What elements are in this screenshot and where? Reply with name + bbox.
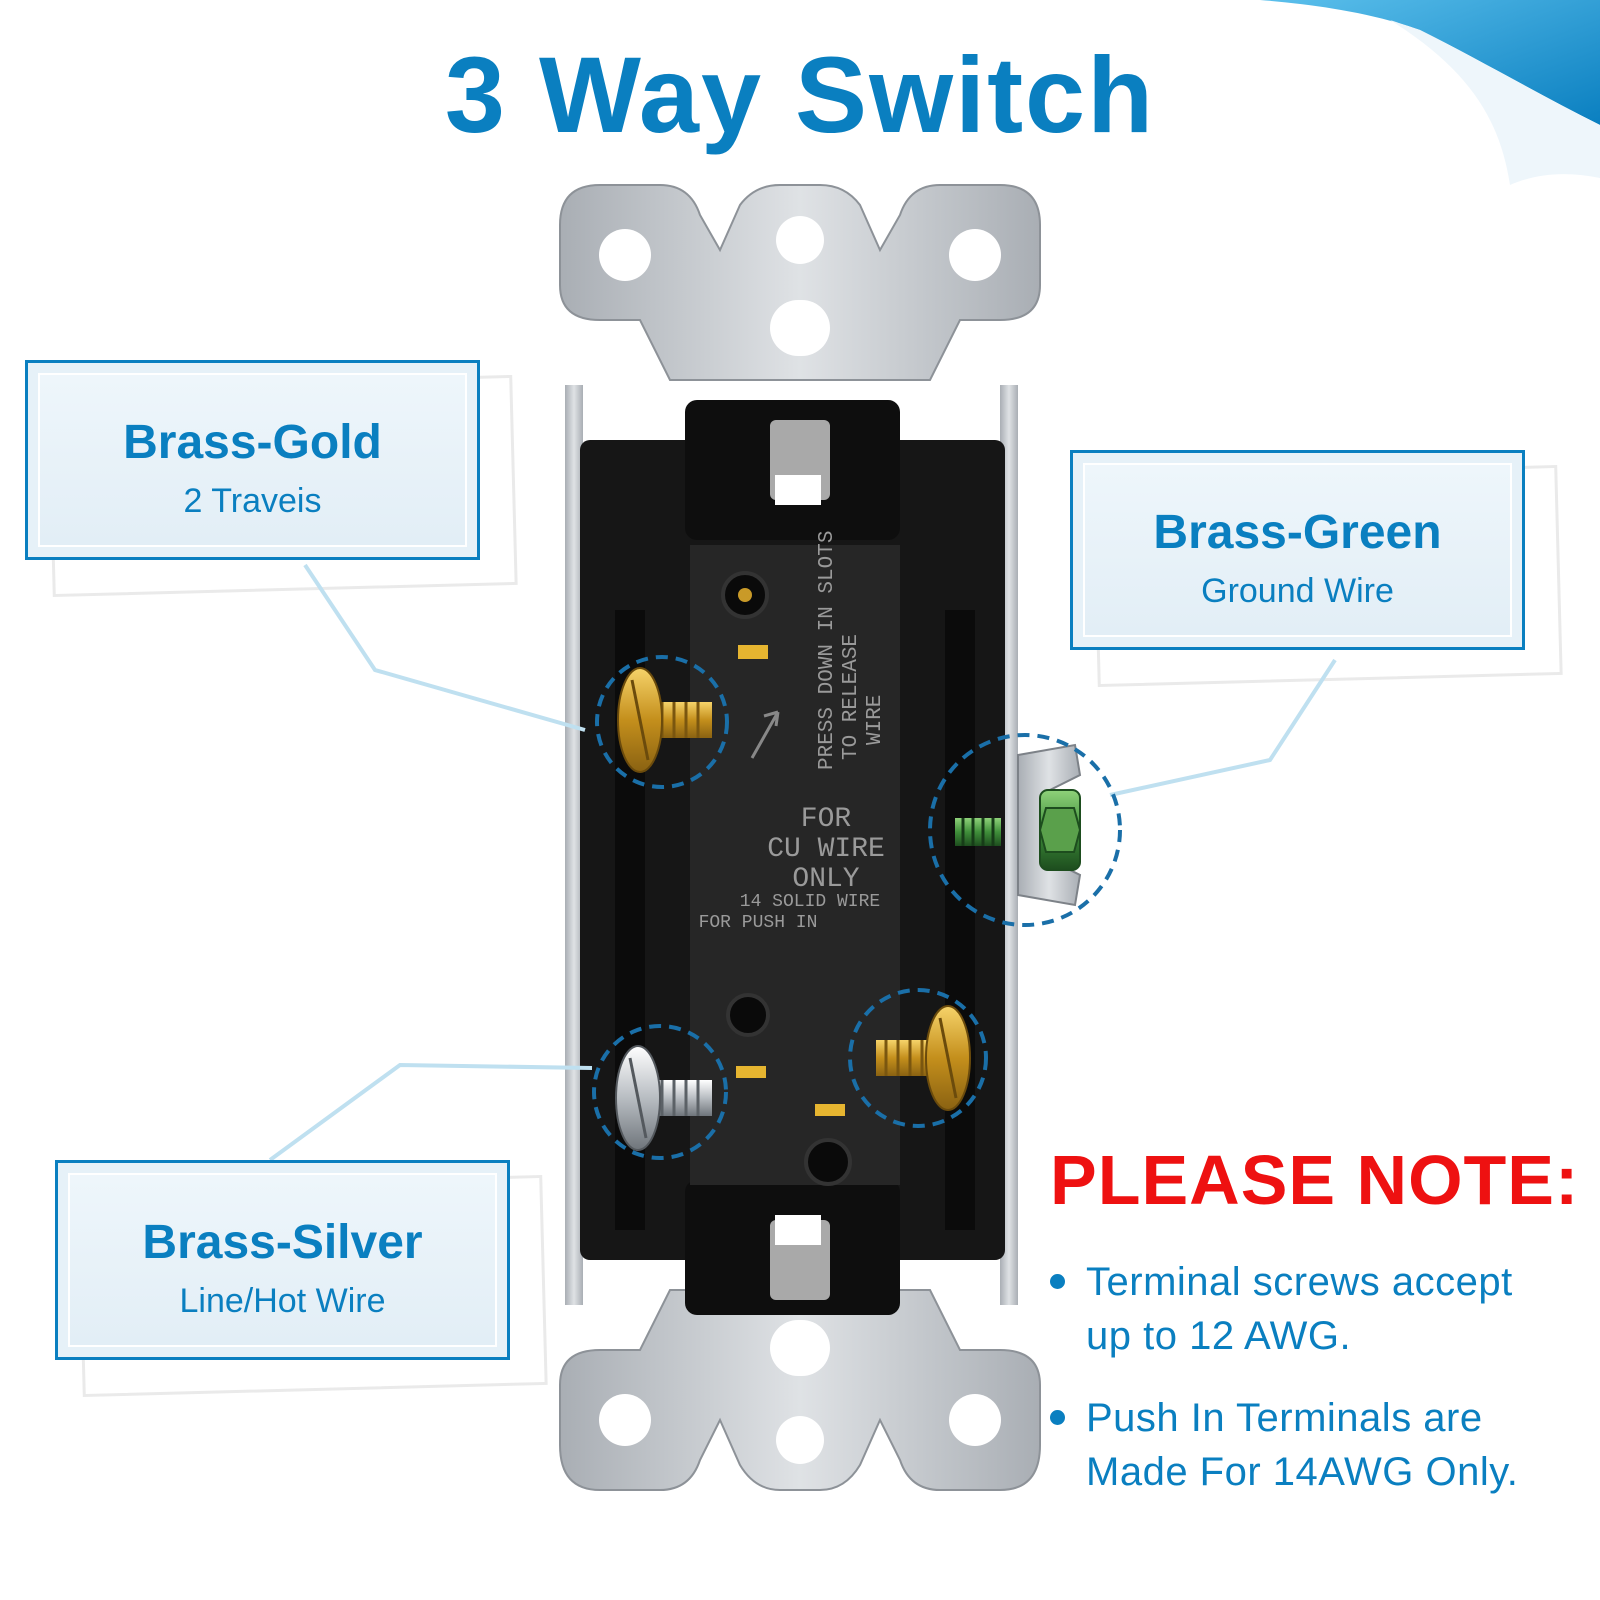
note-item: Terminal screws accept up to 12 AWG.	[1050, 1255, 1590, 1363]
note-item-line2: Made For 14AWG Only.	[1086, 1450, 1519, 1494]
release-text-1: PRESS DOWN IN SLOTS	[816, 531, 839, 770]
highlight-ring-gold-bottom	[848, 988, 988, 1128]
push-in-hole-3	[804, 1138, 852, 1186]
leader-brass-gold	[303, 563, 586, 732]
callout-brass-green: Brass-Green Ground Wire	[1070, 450, 1563, 688]
switch-body: PRESS DOWN IN SLOTS TO RELEASE WIRE FOR …	[580, 400, 1005, 1315]
release-slot-3	[815, 1104, 845, 1116]
highlight-ring-green	[928, 733, 1122, 927]
mount-hole-bottom-right	[949, 1394, 1001, 1446]
callout-leaders	[268, 563, 1337, 1162]
note-item-line2: up to 12 AWG.	[1086, 1314, 1352, 1358]
bullet-icon	[1050, 1274, 1065, 1289]
callout-heading: Brass-Green	[1153, 506, 1442, 559]
callout-panel	[1083, 463, 1512, 637]
screw-brass-gold-top	[617, 667, 712, 773]
page-title: 3 Way Switch	[444, 34, 1156, 155]
strap-bottom	[559, 1289, 1041, 1491]
release-slot-1	[738, 645, 768, 659]
callout-subtext: 2 Traveis	[183, 482, 322, 520]
toggle-slot-top-inner	[775, 475, 821, 505]
toggle-slot-bottom-inner	[775, 1215, 821, 1245]
callout-subtext: Ground Wire	[1201, 572, 1394, 610]
callout-brass-silver: Brass-Silver Line/Hot Wire	[55, 1160, 548, 1398]
cu-text-3: ONLY	[792, 864, 859, 895]
push-text-2: FOR PUSH IN	[699, 913, 818, 933]
callout-brass-gold: Brass-Gold 2 Traveis	[25, 360, 518, 598]
bullet-icon	[1050, 1410, 1065, 1425]
highlight-ring-gold-top	[595, 655, 729, 789]
body-right-channel	[945, 610, 975, 1230]
note-item-line1: Push In Terminals are	[1086, 1396, 1483, 1440]
callout-panel	[68, 1173, 497, 1347]
screw-brass-gold-bottom	[876, 1005, 971, 1111]
corner-cloud	[1390, 20, 1600, 185]
screw-brass-silver	[615, 1045, 712, 1151]
mount-slot-bottom	[770, 1320, 830, 1376]
callout-heading: Brass-Gold	[123, 416, 382, 469]
release-text-2: TO RELEASE	[840, 634, 863, 760]
mount-hole-right	[949, 229, 1001, 281]
mount-hole-left	[599, 229, 651, 281]
release-slot-2	[736, 1066, 766, 1078]
note-item-line1: Terminal screws accept	[1086, 1260, 1513, 1304]
release-arrow	[750, 710, 780, 759]
mount-hole-bottom-center	[776, 1416, 824, 1464]
callout-panel	[38, 373, 467, 547]
mount-hole-bottom-left	[599, 1394, 651, 1446]
note-title: PLEASE NOTE:	[1050, 1141, 1580, 1219]
note-item: Push In Terminals are Made For 14AWG Onl…	[1050, 1391, 1590, 1499]
mount-hole-center	[776, 216, 824, 264]
strap-top	[559, 184, 1041, 381]
leader-brass-silver	[268, 1062, 593, 1162]
push-text-1: 14 SOLID WIRE	[740, 892, 880, 912]
cu-text-2: CU WIRE	[767, 834, 885, 865]
callout-heading: Brass-Silver	[142, 1216, 423, 1269]
push-in-hole-1-pin	[738, 588, 752, 602]
screw-brass-green	[955, 789, 1082, 871]
release-text-3: WIRE	[864, 695, 887, 745]
mount-slot-top	[770, 300, 830, 356]
cu-text-1: FOR	[801, 804, 852, 835]
leader-brass-green	[1109, 658, 1337, 797]
corner-swoosh	[1260, 0, 1600, 125]
note-list: Terminal screws accept up to 12 AWG. Pus…	[1050, 1255, 1590, 1527]
push-in-hole-2	[726, 993, 770, 1037]
callout-subtext: Line/Hot Wire	[179, 1282, 386, 1320]
strap-rail-left	[565, 385, 583, 1305]
highlight-ring-silver	[592, 1024, 728, 1160]
